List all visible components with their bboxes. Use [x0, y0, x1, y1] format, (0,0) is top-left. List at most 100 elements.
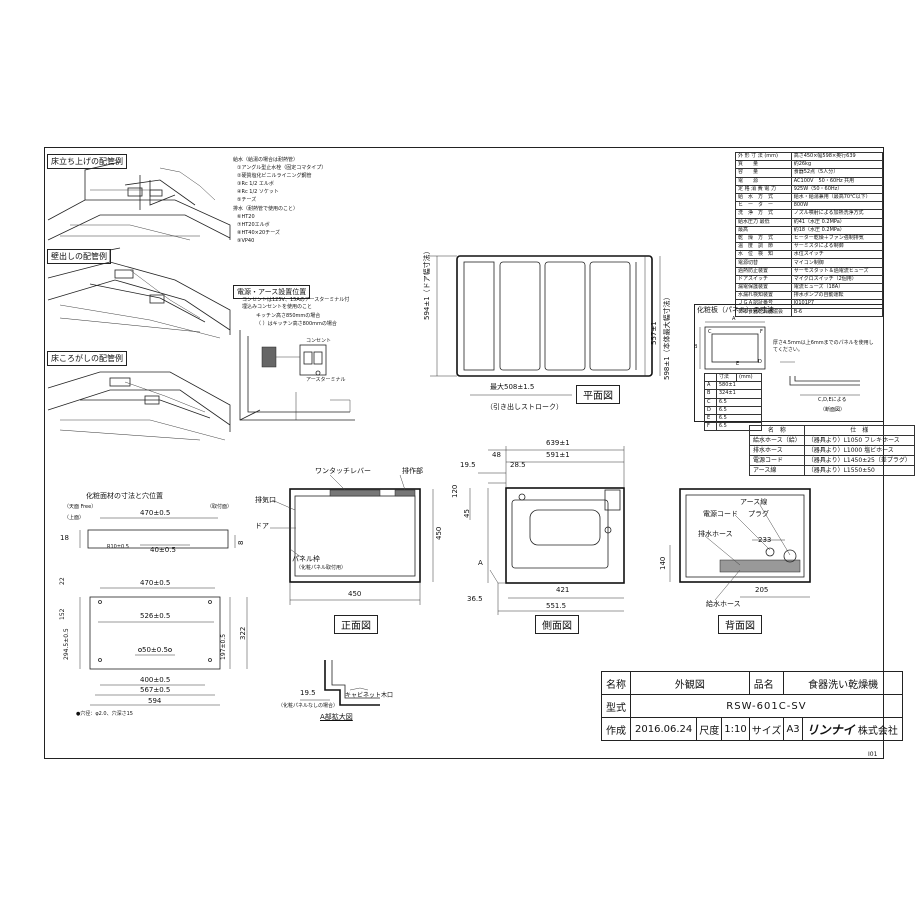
floorline-piping-sketch: [47, 371, 231, 441]
cutout-d567: 567±0.5: [140, 686, 171, 694]
cutout-note: ●穴径：φ2.0、穴深さ15: [76, 711, 133, 717]
plan-dim-stroke-note: （引き出しストローク）: [486, 403, 563, 411]
panel-section: （断面図）: [820, 407, 846, 413]
side-d48: 48: [492, 451, 501, 459]
legend-drain-head: 排水（耐熱管で使用のこと）: [233, 206, 299, 212]
power-note: 埋込みコンセントを使用のこと: [242, 304, 313, 310]
front-one-touch: ワンタッチレバー: [315, 467, 371, 475]
back-earth: アース線: [740, 498, 768, 506]
plan-rack-1: [499, 261, 541, 371]
cutout-d40: 40±0.5: [150, 546, 176, 554]
panel-box: [694, 304, 884, 422]
side-d639: 639±1: [546, 439, 570, 447]
cutout-d470a: 470±0.5: [140, 509, 171, 517]
legend-drain-item: ⑨VP40: [237, 238, 255, 244]
legend-water-head: 給水（給湯の場合は耐熱管）: [233, 157, 299, 163]
back-plug: プラグ: [748, 510, 769, 518]
cutout-d400: 400±0.5: [140, 676, 171, 684]
cutout-board: [89, 596, 221, 670]
earth-label: アースターミナル: [306, 377, 346, 383]
power-box-title: 電源・アース設置位置: [233, 285, 311, 299]
legend-water-item: ⑤チーズ: [237, 197, 257, 203]
power-note: （ ）はキッチン高さ800mmの場合: [256, 321, 337, 327]
outlet-label: コンセント: [306, 338, 332, 344]
front-view-label: 正面図: [334, 615, 378, 634]
plan-rack-3: [589, 261, 631, 371]
revision-mark: I01: [868, 751, 878, 758]
title-product-label: 品名: [748, 671, 785, 695]
plan-view-label: 平面図: [576, 385, 620, 404]
panel-label-d: D: [758, 359, 762, 365]
front-door-label: ドア: [255, 522, 269, 530]
legend-drain-item: ⑥HT20: [237, 214, 255, 220]
back-water: 給水ホース: [706, 600, 741, 608]
legend-drain-item: ⑧HT40×20チーズ: [237, 230, 280, 236]
power-sketch: [239, 330, 355, 421]
side-a: A: [478, 559, 483, 567]
section-floorline-label: 床ころがしの配管例: [47, 351, 127, 366]
side-d421: 421: [556, 586, 570, 594]
company-logo: リンナイ: [806, 722, 855, 737]
panel-label-c: C: [708, 329, 712, 335]
detail-a-cabinet: キャビネット木口: [345, 692, 394, 699]
detail-a-note: （化粧パネルなしの場合）: [278, 703, 339, 709]
legend-drain-item: ⑦HT20エルボ: [237, 222, 270, 228]
front-panel: パネル枠: [292, 555, 320, 563]
side-d36: 36.5: [467, 595, 483, 603]
spec-value: B-6: [790, 307, 884, 317]
side-d551: 551.5: [546, 602, 567, 610]
front-exhaust: 排気口: [255, 496, 276, 504]
title-model-label: 型式: [601, 694, 631, 718]
legend-water-item: ②硬質塩化ビニルライニング鋼管: [237, 173, 312, 179]
legend-water-item: ④Rc 1/2 ソケット: [237, 189, 279, 195]
plan-front: [463, 261, 495, 371]
cutout-d594: 594: [148, 697, 162, 705]
plan-rack-2: [544, 261, 586, 371]
legend-water-item: ①アングル型止水栓（固定コマタイプ）: [237, 165, 327, 171]
side-d19: 19.5: [460, 461, 476, 469]
front-dim-w: 450: [348, 590, 362, 598]
title-name-label: 名称: [601, 671, 631, 695]
plan-dim-stroke: 最大508±1.5: [490, 383, 535, 391]
cutout-d470b: 470±0.5: [140, 579, 171, 587]
panel-label-e: E: [736, 361, 740, 367]
title-product: 食器洗い乾燥機: [783, 671, 903, 695]
back-d233: 233: [758, 536, 772, 544]
power-note: キッチン高さ850mmの場合: [256, 313, 321, 319]
title-made-label: 作成: [601, 717, 631, 741]
detail-a-label: A部拡大図: [320, 713, 353, 721]
title-block: 名称 外観図 品名 食器洗い乾燥機 型式 RSW-601C-SV 作成 2016…: [601, 671, 903, 741]
front-outer: [289, 488, 421, 583]
cutout-d526: 526±0.5: [140, 612, 171, 620]
panel-label-b: B: [694, 344, 698, 350]
panel-label-f: F: [760, 329, 763, 335]
panel-cde: C,D,Eによる: [818, 397, 847, 403]
front-exhaust2: 排作部: [402, 467, 423, 475]
company-suffix: 株式会社: [857, 725, 898, 737]
cutout-upper: （上面）: [64, 515, 85, 521]
back-drain: 排水ホース: [698, 530, 733, 538]
cutout-d50: 50±0.5: [142, 646, 168, 654]
one-touch-lever: [329, 489, 381, 497]
title-size-label: サイズ: [748, 717, 785, 741]
section-wall-label: 壁出しの配管例: [47, 249, 111, 264]
title-date: 2016.06.24: [629, 717, 698, 741]
back-outer: [679, 488, 811, 583]
front-panel-note: （化粧パネル取付用）: [296, 565, 347, 571]
cutout-dr: R10±0.5: [107, 544, 129, 550]
wall-piping-sketch: [47, 247, 231, 339]
parts-spec: （器具より）L1550±50: [803, 465, 915, 476]
cutout-hinge: （取付面）: [207, 504, 233, 510]
cutout-title: 化粧面材の寸法と穴位置: [86, 492, 163, 500]
title-name: 外観図: [630, 671, 750, 695]
panel-note: 厚さ4.5mm以上6mmまでのパネルを使用してください。: [773, 340, 874, 353]
detail-a-d19: 19.5: [300, 689, 316, 697]
back-view-label: 背面図: [718, 615, 762, 634]
